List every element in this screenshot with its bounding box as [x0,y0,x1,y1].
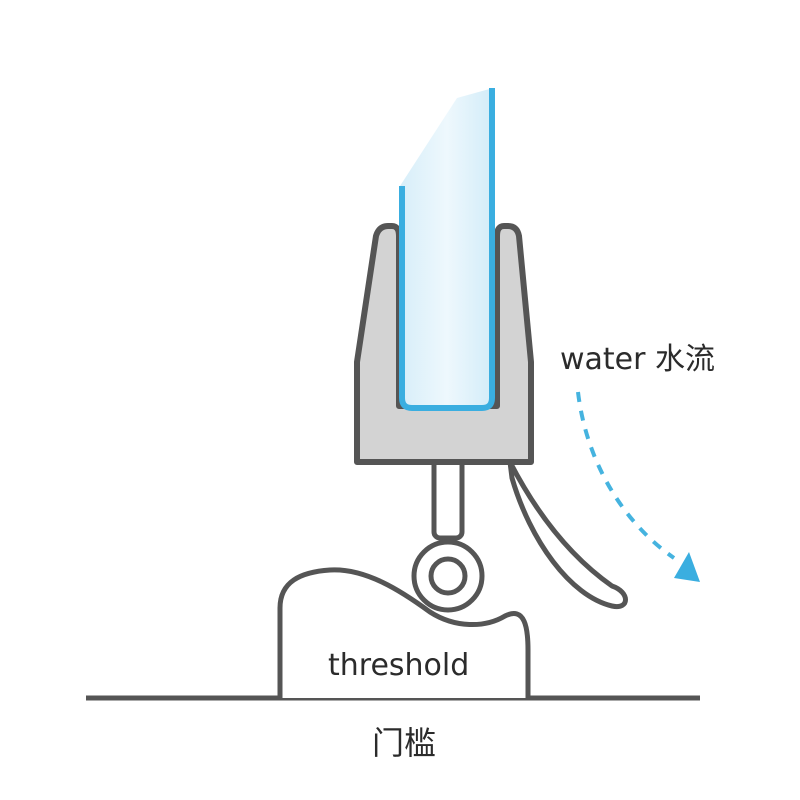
seal-bulb-hole [428,556,468,596]
seal-wiper-fin [507,459,628,610]
threshold-block [277,567,531,698]
water-flow-arrow [576,391,676,560]
water-arrow-head-icon [674,552,700,582]
u-channel-seal [354,223,534,465]
seal-bulb-stem [431,455,465,541]
water-flow-label: water 水流 [560,342,716,377]
glass-edge [399,88,495,411]
threshold-label-chinese: 门槛 [372,724,437,762]
threshold-label: threshold [328,648,470,683]
glass-panel [400,88,494,410]
